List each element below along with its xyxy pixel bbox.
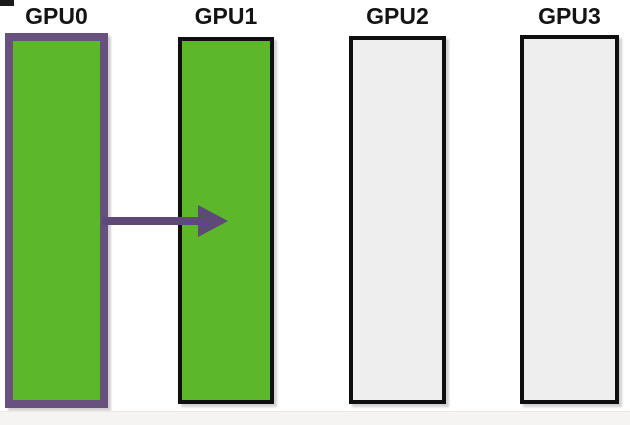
gpu2-label: GPU2 — [366, 3, 429, 29]
bottom-strip — [0, 411, 630, 425]
gpu3-block — [520, 35, 619, 404]
corner-artifact-mark — [0, 0, 14, 6]
gpu2-block — [349, 36, 446, 404]
gpu0-block-highlighted — [5, 33, 108, 408]
gpu0-label: GPU0 — [25, 3, 88, 29]
gpu3-label: GPU3 — [538, 3, 601, 29]
gpu0-to-gpu1-arrow-icon — [102, 205, 228, 237]
gpu1-label: GPU1 — [194, 3, 258, 29]
